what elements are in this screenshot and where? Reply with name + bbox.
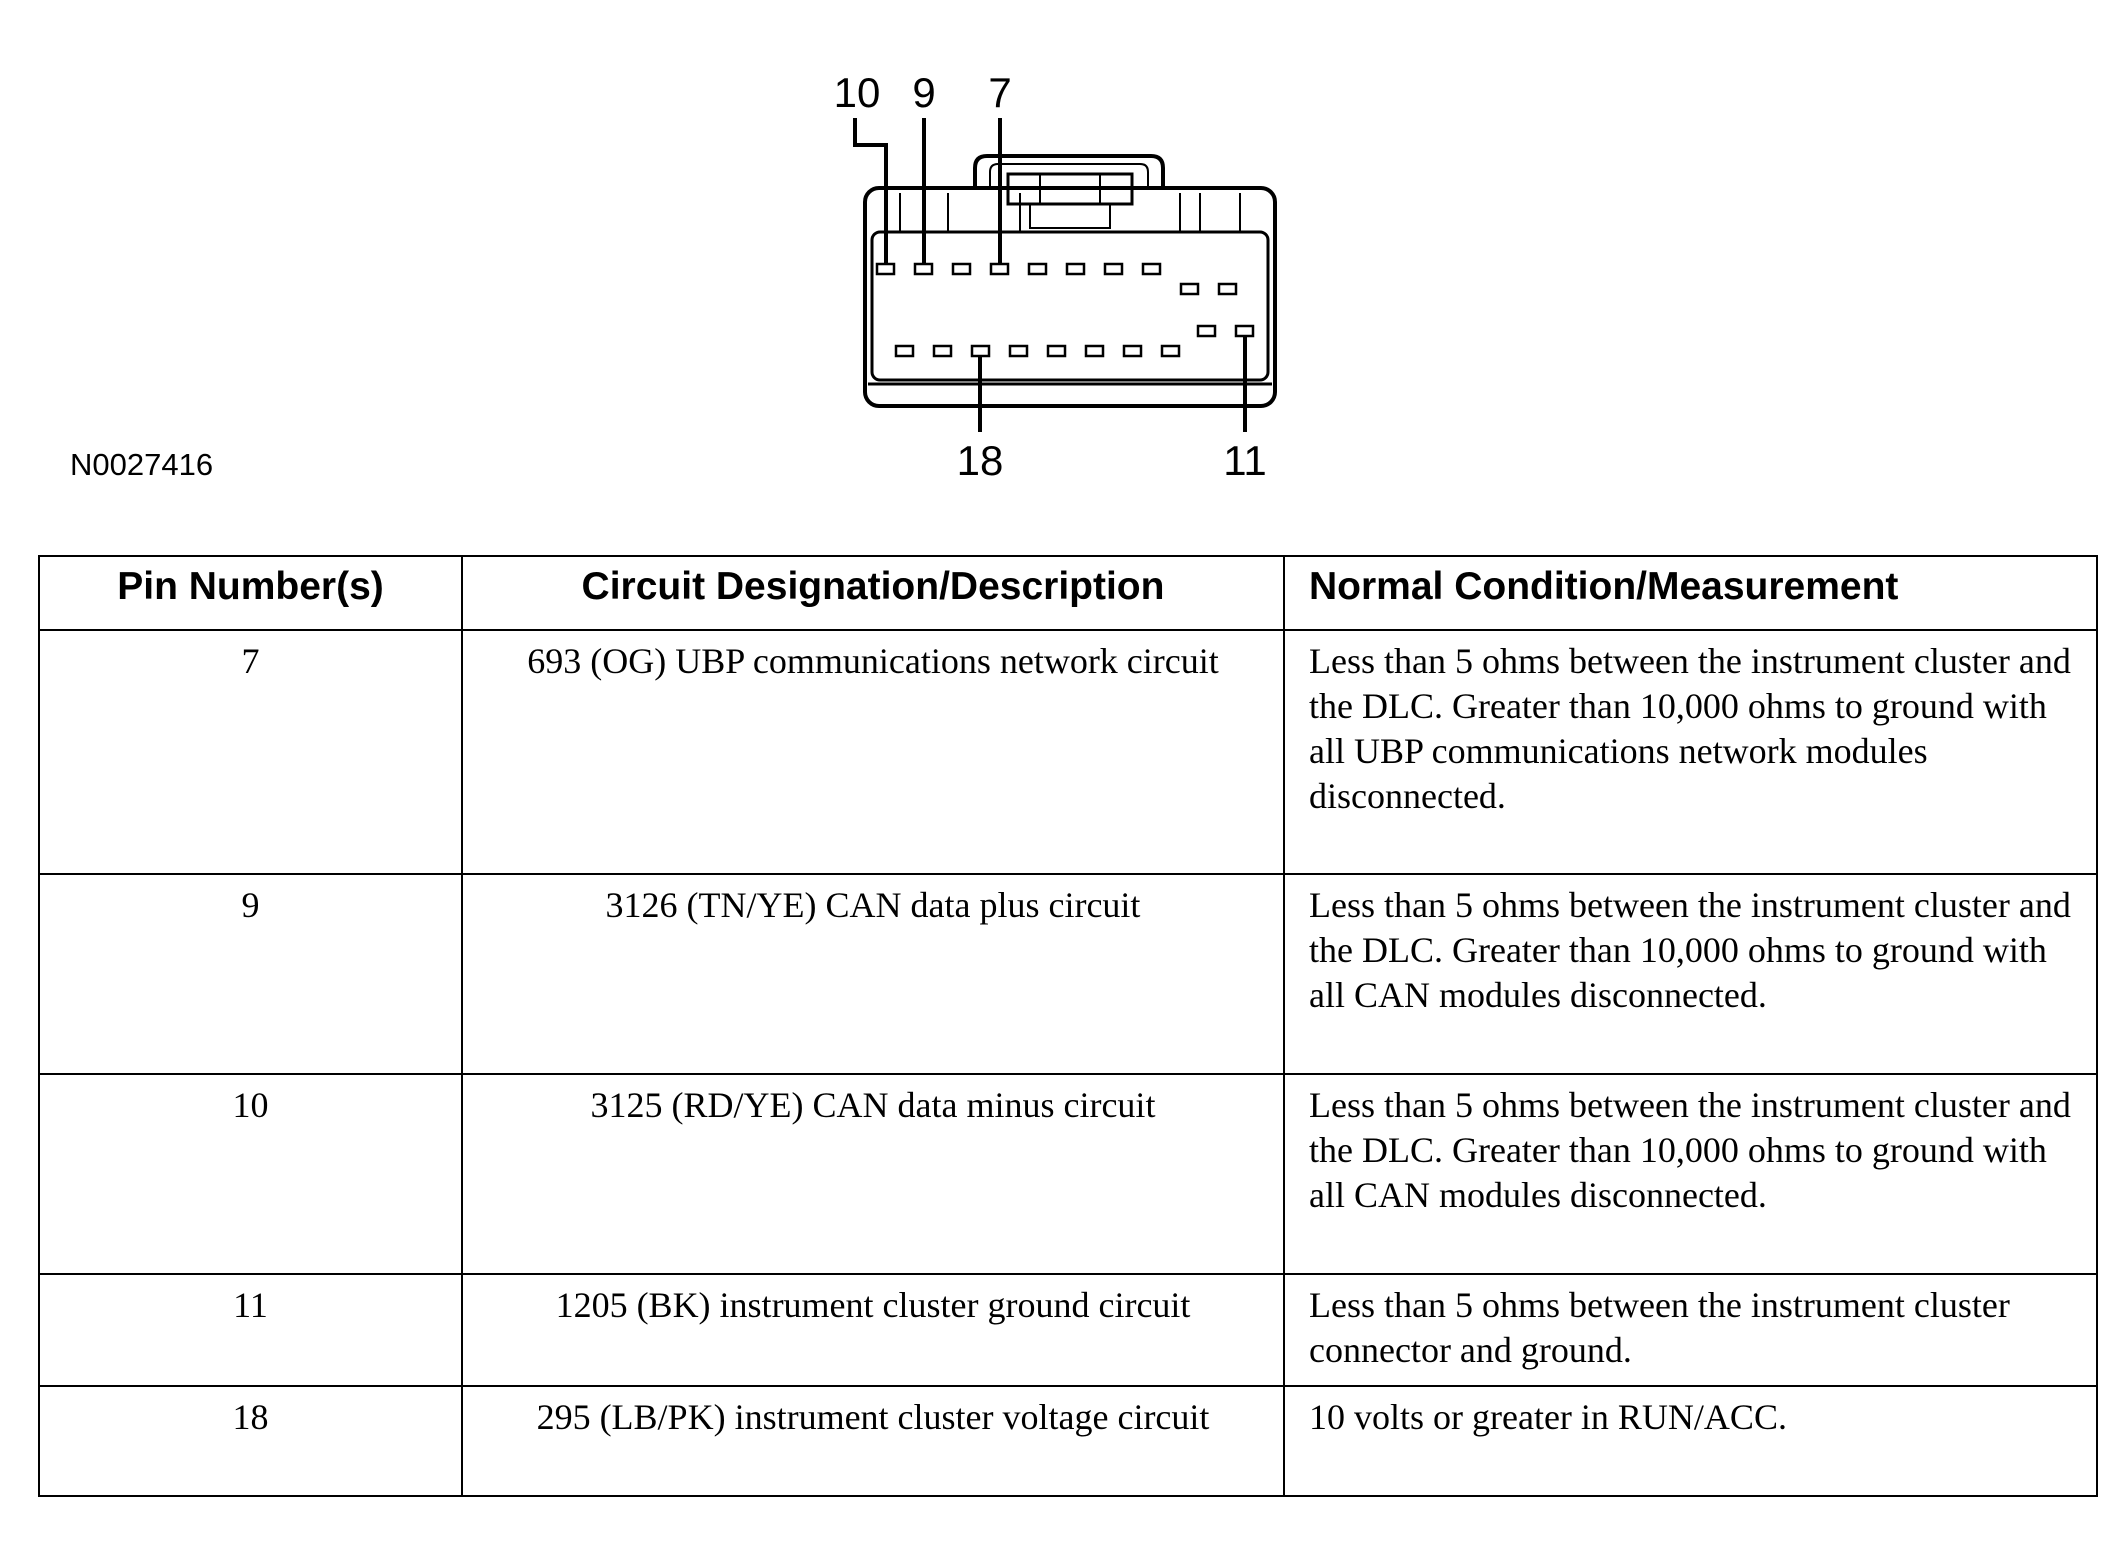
pin-cell: 10 xyxy=(38,1073,463,1275)
leader-lines xyxy=(853,118,1247,432)
table-header-row: Pin Number(s) Circuit Designation/Descri… xyxy=(38,555,2098,631)
measurement-cell: Less than 5 ohms between the instrument … xyxy=(1283,873,2098,1075)
leader-pin-10 xyxy=(853,118,888,264)
circuit-cell: 3125 (RD/YE) CAN data minus circuit xyxy=(461,1073,1285,1275)
pin-cell: 18 xyxy=(38,1385,463,1497)
table-row: 9 3126 (TN/YE) CAN data plus circuit Les… xyxy=(38,873,2098,1075)
pin-cell: 7 xyxy=(38,629,463,875)
measurement-cell: Less than 5 ohms between the instrument … xyxy=(1283,1273,2098,1387)
pin-label-10: 10 xyxy=(833,69,881,116)
locking-tab xyxy=(973,154,1165,188)
header-pin-numbers: Pin Number(s) xyxy=(38,555,463,631)
circuit-cell: 3126 (TN/YE) CAN data plus circuit xyxy=(461,873,1285,1075)
pin-label-9: 9 xyxy=(912,69,936,116)
figure-id: N0027416 xyxy=(70,447,214,482)
pin-label-18: 18 xyxy=(956,437,1004,484)
top-pin-row xyxy=(875,262,1238,296)
circuit-cell: 295 (LB/PK) instrument cluster voltage c… xyxy=(461,1385,1285,1497)
pin-label-11: 11 xyxy=(1223,437,1267,484)
circuit-cell: 693 (OG) UBP communications network circ… xyxy=(461,629,1285,875)
pin-label-7: 7 xyxy=(988,69,1012,116)
connector-housing xyxy=(863,186,1277,408)
connector-diagram: 10 9 7 18 11 N0027416 xyxy=(0,0,2124,520)
circuit-cell: 1205 (BK) instrument cluster ground circ… xyxy=(461,1273,1285,1387)
header-circuit: Circuit Designation/Description xyxy=(461,555,1285,631)
header-measurement: Normal Condition/Measurement xyxy=(1283,555,2098,631)
connector-face-drawing xyxy=(853,118,1277,432)
connector-face xyxy=(870,230,1270,382)
measurement-cell: Less than 5 ohms between the instrument … xyxy=(1283,1073,2098,1275)
table-row: 7 693 (OG) UBP communications network ci… xyxy=(38,629,2098,875)
table-row: 18 295 (LB/PK) instrument cluster voltag… xyxy=(38,1385,2098,1497)
table-row: 10 3125 (RD/YE) CAN data minus circuit L… xyxy=(38,1073,2098,1275)
pin-cell: 11 xyxy=(38,1273,463,1387)
pin-cell: 9 xyxy=(38,873,463,1075)
measurement-cell: Less than 5 ohms between the instrument … xyxy=(1283,629,2098,875)
pin-spec-table: Pin Number(s) Circuit Designation/Descri… xyxy=(38,555,2098,1497)
measurement-cell: 10 volts or greater in RUN/ACC. xyxy=(1283,1385,2098,1497)
table-row: 11 1205 (BK) instrument cluster ground c… xyxy=(38,1273,2098,1387)
bottom-pin-row xyxy=(894,324,1255,358)
